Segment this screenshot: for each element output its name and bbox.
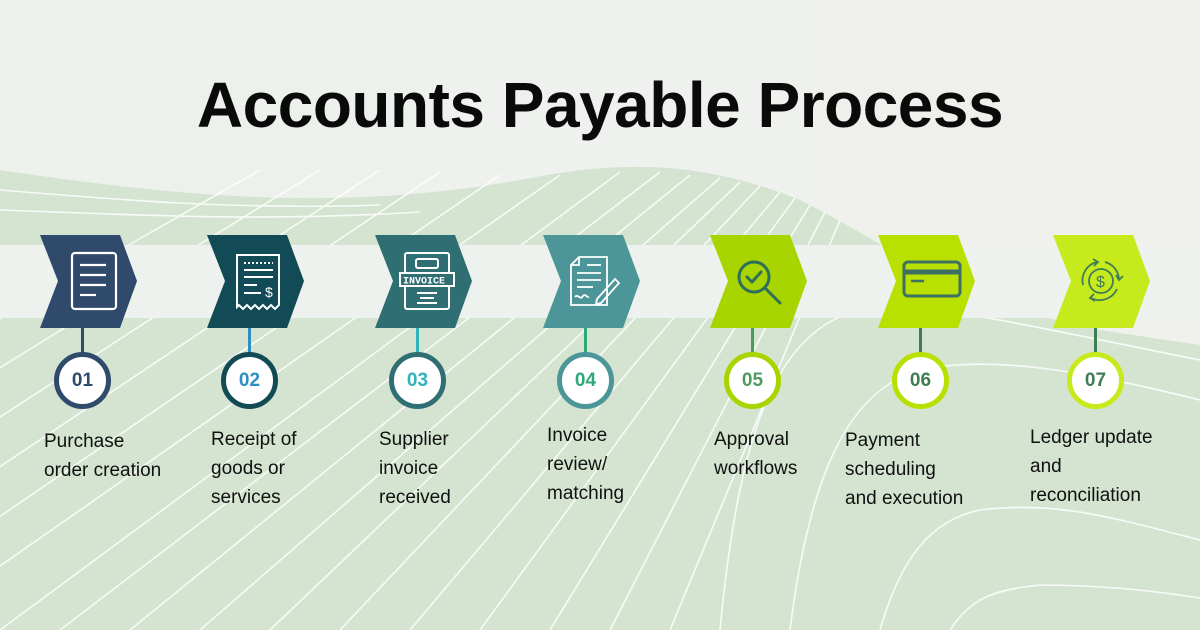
step-chevron [710,235,807,328]
svg-text:INVOICE: INVOICE [403,277,445,288]
connector-line [416,328,419,353]
step-chevron: $ [1053,235,1150,328]
svg-text:$: $ [265,284,273,300]
step-number: 07 [1067,352,1124,409]
page-title: Accounts Payable Process [196,69,1004,141]
document-icon [70,251,118,311]
step-number: 06 [892,352,949,409]
step-number: 03 [389,352,446,409]
step-number: 04 [557,352,614,409]
receipt-icon: $ [236,254,280,311]
dollar-cycle-icon: $ [1081,258,1124,302]
search-check-icon [737,260,782,305]
connector-line [81,328,84,353]
connector-line [1094,328,1097,353]
step-number: 02 [221,352,278,409]
step-chevron: $ [207,235,304,328]
step-chevron [40,235,137,328]
step-chevron: INVOICE [375,235,472,328]
connector-line [584,328,587,353]
credit-card-icon [902,260,962,298]
connector-line [248,328,251,353]
connector-line [919,328,922,353]
invoice-icon: INVOICE [399,252,455,310]
contract-sign-icon [570,256,621,306]
step-chevron [543,235,640,328]
step-number: 01 [54,352,111,409]
step-number: 05 [724,352,781,409]
connector-line [751,328,754,353]
svg-text:$: $ [1096,274,1105,291]
step-chevron [878,235,975,328]
